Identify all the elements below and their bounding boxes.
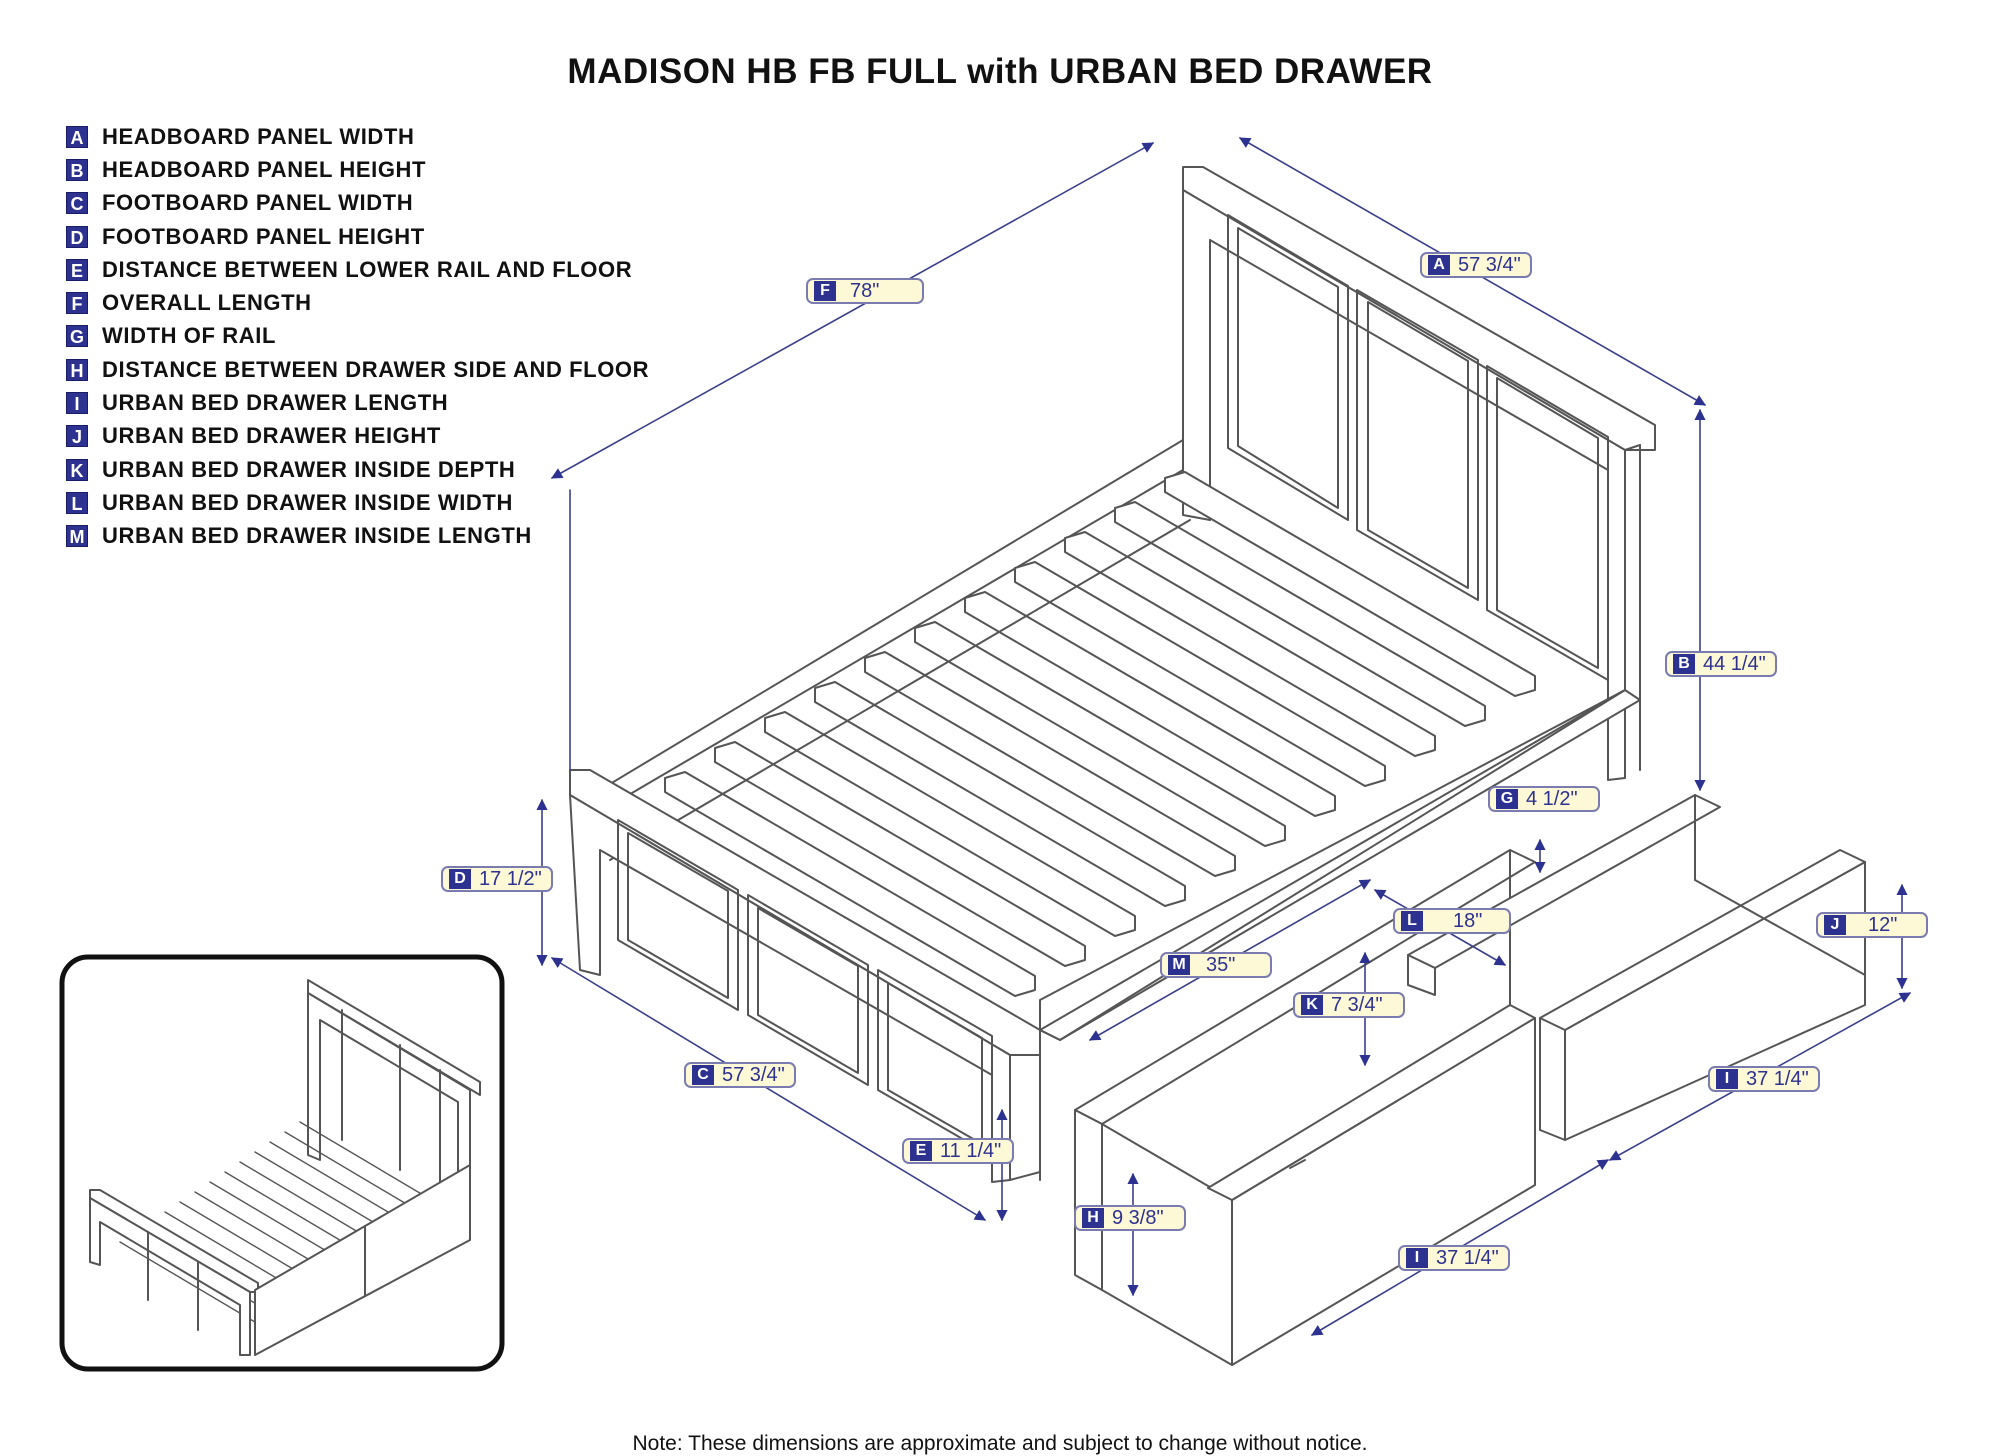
- tag-key: L: [1401, 911, 1423, 931]
- legend-item: C FOOTBOARD PANEL WIDTH: [66, 187, 649, 220]
- dimension-tag-d: D 17 1/2": [441, 866, 553, 892]
- legend-label: HEADBOARD PANEL HEIGHT: [102, 156, 427, 182]
- tag-value: 11 1/4": [940, 1139, 1002, 1162]
- tag-value: 57 3/4": [1458, 253, 1521, 276]
- tag-key: B: [1673, 654, 1695, 674]
- legend-label: WIDTH OF RAIL: [102, 323, 276, 349]
- dimension-tag-a: A 57 3/4": [1420, 252, 1532, 278]
- dimension-tag-m: M 35": [1160, 952, 1272, 978]
- tag-key: M: [1168, 955, 1190, 975]
- legend-label: URBAN BED DRAWER LENGTH: [102, 390, 449, 416]
- legend-item: G WIDTH OF RAIL: [66, 320, 649, 353]
- legend-label: FOOTBOARD PANEL HEIGHT: [102, 223, 425, 249]
- dimension-tag-c: C 57 3/4": [684, 1062, 796, 1088]
- legend-key: I: [66, 392, 88, 415]
- legend-item: L URBAN BED DRAWER INSIDE WIDTH: [66, 486, 649, 519]
- legend-item: D FOOTBOARD PANEL HEIGHT: [66, 220, 649, 253]
- legend-label: URBAN BED DRAWER INSIDE WIDTH: [102, 489, 513, 515]
- tag-value: 4 1/2": [1526, 787, 1578, 810]
- dimension-tag-h: H 9 3/8": [1074, 1205, 1186, 1231]
- dimension-tag-j: J 12": [1816, 912, 1928, 938]
- tag-key: K: [1301, 995, 1323, 1015]
- tag-key: D: [449, 869, 471, 889]
- legend-item: K URBAN BED DRAWER INSIDE DEPTH: [66, 453, 649, 486]
- tag-key: G: [1496, 789, 1518, 809]
- tag-key: C: [692, 1065, 714, 1085]
- bed-slats-drawing: [609, 471, 1536, 997]
- tag-value: 9 3/8": [1112, 1206, 1164, 1229]
- tag-key: J: [1824, 915, 1846, 935]
- dimension-tag-i-back: I 37 1/4": [1708, 1066, 1820, 1092]
- legend-key: J: [66, 425, 88, 448]
- inset-thumbnail: [59, 954, 505, 1372]
- legend-key: F: [66, 292, 88, 315]
- dimension-tag-k: K 7 3/4": [1293, 992, 1405, 1018]
- legend-key: K: [66, 458, 88, 481]
- legend-key: D: [66, 225, 88, 248]
- legend-label: URBAN BED DRAWER HEIGHT: [102, 423, 441, 449]
- disclaimer-note: Note: These dimensions are approximate a…: [632, 1432, 1368, 1455]
- dimension-tag-g: G 4 1/2": [1488, 786, 1600, 812]
- legend-key: H: [66, 358, 88, 381]
- dimension-tag-l: L 18": [1393, 908, 1511, 934]
- legend-item: I URBAN BED DRAWER LENGTH: [66, 386, 649, 419]
- legend-label: HEADBOARD PANEL WIDTH: [102, 123, 415, 149]
- legend-key: A: [66, 125, 88, 148]
- dimension-tag-b: B 44 1/4": [1665, 651, 1777, 677]
- legend-key: L: [66, 491, 88, 514]
- tag-key: I: [1716, 1069, 1738, 1089]
- legend-item: E DISTANCE BETWEEN LOWER RAIL AND FLOOR: [66, 253, 649, 286]
- legend-label: URBAN BED DRAWER INSIDE LENGTH: [102, 523, 532, 549]
- tag-value: 78": [850, 279, 880, 302]
- legend-label: URBAN BED DRAWER INSIDE DEPTH: [102, 456, 516, 482]
- legend-key: B: [66, 158, 88, 181]
- dimension-tag-i-front: I 37 1/4": [1398, 1245, 1510, 1271]
- legend-item: F OVERALL LENGTH: [66, 286, 649, 319]
- diagram-title: MADISON HB FB FULL with URBAN BED DRAWER: [567, 52, 1433, 91]
- tag-value: 12": [1868, 913, 1898, 936]
- legend-key: G: [66, 325, 88, 348]
- tag-key: H: [1082, 1208, 1104, 1228]
- tag-value: 35": [1206, 953, 1236, 976]
- tag-value: 37 1/4": [1746, 1067, 1809, 1090]
- tag-key: E: [910, 1141, 932, 1161]
- tag-value: 37 1/4": [1436, 1246, 1499, 1269]
- tag-value: 7 3/4": [1331, 993, 1383, 1016]
- dimension-tag-e: E 11 1/4": [902, 1138, 1014, 1164]
- legend-item: M URBAN BED DRAWER INSIDE LENGTH: [66, 520, 649, 553]
- legend-item: J URBAN BED DRAWER HEIGHT: [66, 420, 649, 453]
- tag-value: 17 1/2": [479, 867, 542, 890]
- legend-key: C: [66, 192, 88, 215]
- tag-value: 57 3/4": [722, 1063, 785, 1086]
- legend-label: FOOTBOARD PANEL WIDTH: [102, 190, 414, 216]
- legend-item: A HEADBOARD PANEL WIDTH: [66, 120, 649, 153]
- tag-key: F: [814, 281, 836, 301]
- tag-key: A: [1428, 255, 1450, 275]
- legend-label: DISTANCE BETWEEN LOWER RAIL AND FLOOR: [102, 256, 633, 282]
- legend-key: E: [66, 258, 88, 281]
- legend-label: OVERALL LENGTH: [102, 290, 312, 316]
- tag-value: 18": [1453, 909, 1483, 932]
- dimension-tag-f: F 78": [806, 278, 924, 304]
- tag-key: I: [1406, 1248, 1428, 1268]
- legend-key: M: [66, 525, 88, 548]
- tag-value: 44 1/4": [1703, 652, 1766, 675]
- legend-item: B HEADBOARD PANEL HEIGHT: [66, 153, 649, 186]
- dimension-legend: A HEADBOARD PANEL WIDTH B HEADBOARD PANEL …: [66, 120, 649, 553]
